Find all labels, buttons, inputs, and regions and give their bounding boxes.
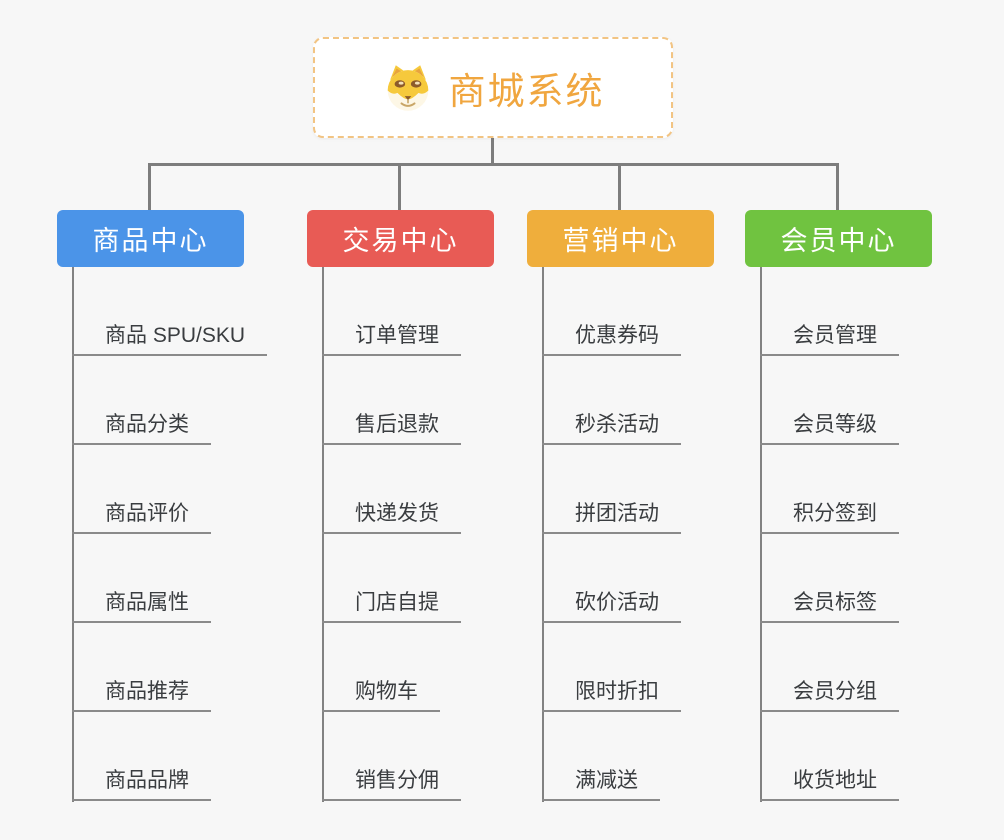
branch-header-label: 营销中心 xyxy=(562,226,679,256)
column-line xyxy=(322,267,324,802)
node-item[interactable]: 商品属性 xyxy=(72,579,211,623)
node-item[interactable]: 购物车 xyxy=(322,668,440,712)
node-item[interactable]: 商品评价 xyxy=(72,490,211,534)
node-item[interactable]: 快递发货 xyxy=(322,490,461,534)
node-item[interactable]: 销售分佣 xyxy=(322,757,461,801)
branch-header-product-center[interactable]: 商品中心 xyxy=(57,210,244,267)
branch-header-label: 会员中心 xyxy=(780,226,897,256)
node-item[interactable]: 拼团活动 xyxy=(542,490,681,534)
branch-header-marketing-center[interactable]: 营销中心 xyxy=(527,210,714,267)
drop-line xyxy=(618,163,621,210)
node-item[interactable]: 秒杀活动 xyxy=(542,401,681,445)
drop-line xyxy=(836,163,839,210)
root-node[interactable]: 商城系统 xyxy=(313,37,673,138)
branch-header-member-center[interactable]: 会员中心 xyxy=(745,210,932,267)
node-item[interactable]: 门店自提 xyxy=(322,579,461,623)
root-title: 商城系统 xyxy=(448,70,605,112)
node-item[interactable]: 售后退款 xyxy=(322,401,461,445)
node-item[interactable]: 积分签到 xyxy=(760,490,899,534)
branch-rail-line xyxy=(149,163,839,166)
column-line xyxy=(542,267,544,802)
branch-header-trade-center[interactable]: 交易中心 xyxy=(307,210,494,267)
root-stem-line xyxy=(491,138,494,164)
drop-line xyxy=(398,163,401,210)
node-item[interactable]: 会员标签 xyxy=(760,579,899,623)
node-item[interactable]: 会员分组 xyxy=(760,668,899,712)
node-item[interactable]: 会员等级 xyxy=(760,401,899,445)
node-item[interactable]: 会员管理 xyxy=(760,312,899,356)
node-item[interactable]: 优惠券码 xyxy=(542,312,681,356)
branch-header-label: 商品中心 xyxy=(92,226,209,256)
column-line xyxy=(760,267,762,802)
node-item[interactable]: 商品推荐 xyxy=(72,668,211,712)
branch-header-label: 交易中心 xyxy=(342,226,459,256)
node-item[interactable]: 订单管理 xyxy=(322,312,461,356)
drop-line xyxy=(148,163,151,210)
node-item[interactable]: 满减送 xyxy=(542,757,660,801)
node-item[interactable]: 砍价活动 xyxy=(542,579,681,623)
node-item[interactable]: 商品 SPU/SKU xyxy=(72,312,268,356)
node-item[interactable]: 收货地址 xyxy=(760,757,899,801)
shiba-dog-icon xyxy=(387,64,428,111)
column-line xyxy=(72,267,74,802)
node-item[interactable]: 商品品牌 xyxy=(72,757,211,801)
node-item[interactable]: 商品分类 xyxy=(72,401,211,445)
node-item[interactable]: 限时折扣 xyxy=(542,668,681,712)
